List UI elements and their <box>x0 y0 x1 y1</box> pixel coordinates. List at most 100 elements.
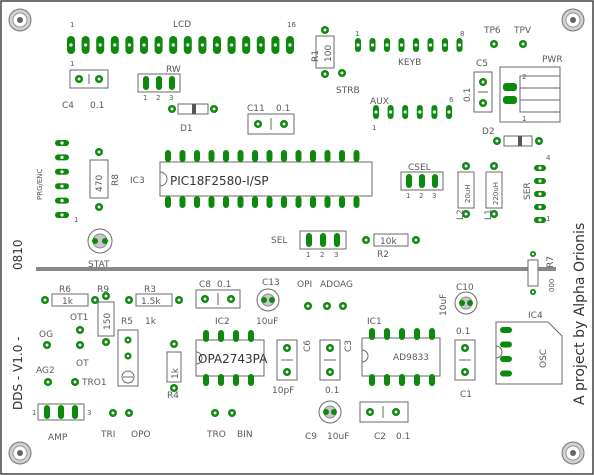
capacitor-c11 <box>247 113 295 135</box>
r1-label: R1 <box>311 50 321 62</box>
capacitor-c2 <box>359 401 409 423</box>
capacitor-c4 <box>69 69 109 89</box>
pad <box>203 374 209 386</box>
sel-pin2-label: 2 <box>320 251 324 259</box>
resistor-r2 <box>362 233 420 247</box>
csel-pin1-label: 1 <box>406 192 410 200</box>
pad-hole <box>457 43 462 47</box>
pad <box>500 327 512 333</box>
c10-label: C10 <box>456 283 474 293</box>
power-connector <box>499 66 561 123</box>
prg-pin1-label: 1 <box>74 216 78 224</box>
testpoint-ag <box>339 302 347 310</box>
resistor-r4 <box>166 340 182 392</box>
c13-value: 10uF <box>256 317 278 327</box>
pad-hole <box>538 205 542 209</box>
testpoint-opo <box>125 409 133 417</box>
prg-enc-header <box>55 140 69 218</box>
c4-value: 0.1 <box>90 101 104 111</box>
ic3-microcontroller <box>159 150 373 208</box>
testpoint-strb <box>338 69 346 77</box>
pad <box>500 370 512 377</box>
testpoint-tro <box>211 409 219 417</box>
pad <box>353 150 360 162</box>
resistor-r9 <box>97 292 115 346</box>
pad <box>223 150 229 162</box>
csel-jumper <box>400 171 444 191</box>
pad-hole <box>447 110 451 114</box>
pad <box>429 374 435 386</box>
credit-text: A project by Alpha Orionis <box>572 223 588 405</box>
ado-label: ADO <box>320 280 340 290</box>
pad-hole <box>60 155 64 159</box>
ser-pin4-label: 4 <box>546 154 551 162</box>
keyb-pin1-label: 1 <box>355 30 359 38</box>
ser-pin1-label: 1 <box>546 215 550 223</box>
r1-value: 100 <box>324 45 334 62</box>
diode-d2 <box>493 135 543 147</box>
pad <box>165 150 171 162</box>
pad-hole <box>370 43 375 47</box>
r9-value: 150 <box>103 313 113 330</box>
pad-hole <box>244 43 248 47</box>
tp6-label: TP6 <box>483 26 501 36</box>
ic1-dds <box>361 328 441 386</box>
pad-hole <box>403 110 407 114</box>
c1-label: C1 <box>460 390 472 400</box>
ic2-opamp <box>195 330 265 386</box>
mounting-hole-top-right <box>561 8 585 32</box>
r7-value: 000 <box>548 279 556 292</box>
pad-hole <box>186 43 190 47</box>
pad <box>248 374 254 386</box>
keyb-pin8-label: 8 <box>460 30 464 38</box>
tro1-label: TRO1 <box>81 378 107 388</box>
board-divider <box>36 267 556 271</box>
c2-label: C2 <box>374 432 386 442</box>
ic1-label: IC1 <box>367 317 382 327</box>
testpoint-og <box>43 341 51 349</box>
pad-hole <box>399 43 404 47</box>
r9-label: R9 <box>97 285 109 295</box>
capacitor-c3 <box>319 339 341 381</box>
pad <box>179 196 186 208</box>
stat-label: STAT <box>88 260 110 270</box>
pad <box>179 150 186 162</box>
aux-pin6-label: 6 <box>449 96 454 104</box>
pad <box>194 196 200 208</box>
pad <box>384 374 390 386</box>
ic3-value: PIC18F2580-I/SP <box>170 174 269 188</box>
pad <box>369 374 375 386</box>
pad-hole <box>273 43 277 47</box>
pad <box>266 150 273 162</box>
sel-jumper <box>299 230 347 250</box>
resistor-r8 <box>89 148 109 211</box>
pad-hole <box>142 43 146 47</box>
pad-hole <box>60 199 64 203</box>
resistor-r3 <box>125 293 183 307</box>
pad-hole <box>84 43 88 47</box>
c10-value: 10uF <box>439 294 449 316</box>
testpoint-tri <box>109 409 117 417</box>
l2-value: 20uH <box>464 184 472 203</box>
ag-label: AG <box>340 280 353 290</box>
sel-pin1-label: 1 <box>306 251 310 259</box>
pad <box>208 196 215 208</box>
pad <box>384 328 390 340</box>
pad <box>281 196 287 208</box>
c13-label: C13 <box>262 278 280 288</box>
ic4-label: IC4 <box>528 311 543 321</box>
lcd-label: LCD <box>173 20 191 30</box>
pwr-pin1-label: 1 <box>522 115 526 123</box>
pad <box>208 150 215 162</box>
testpoint-tro1 <box>71 378 79 386</box>
pad <box>414 374 420 386</box>
testpoint-opi <box>304 302 312 310</box>
bin-label: BIN <box>237 430 253 440</box>
testpoint-ot1 <box>76 326 84 334</box>
pad-hole <box>414 43 418 47</box>
pad-hole <box>157 43 161 47</box>
capacitor-c13 <box>256 288 280 312</box>
strb-label: STRB <box>336 86 360 96</box>
c3-label: C3 <box>344 340 354 352</box>
